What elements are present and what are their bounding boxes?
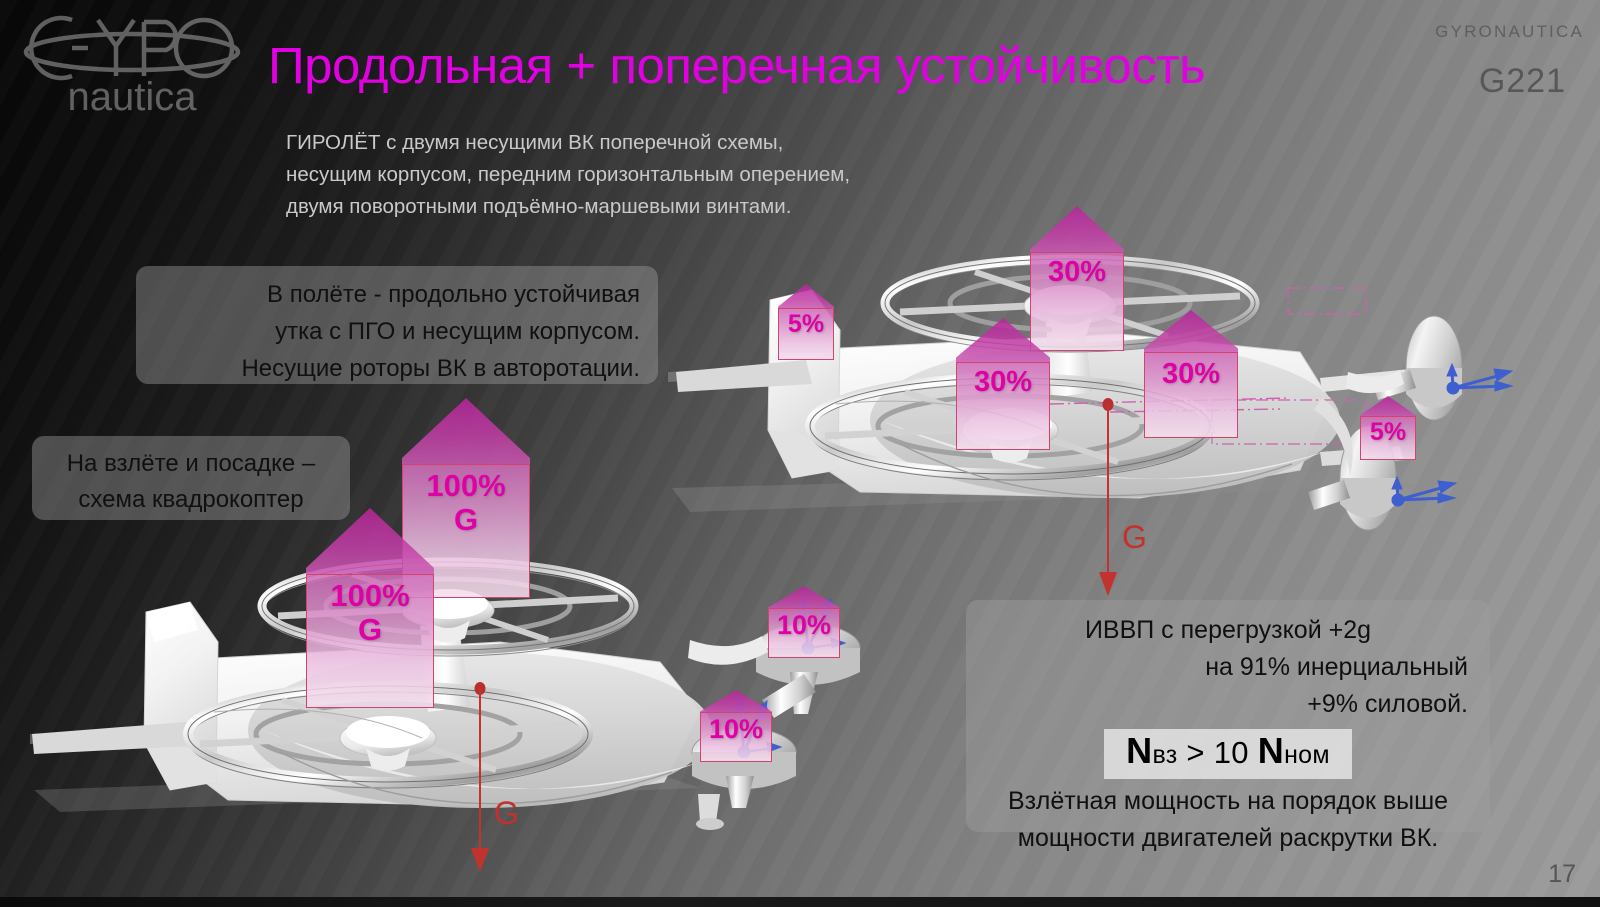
badge-hover-prop-lower: 10% bbox=[700, 690, 772, 762]
page-title: Продольная + поперечная устойчивость bbox=[268, 37, 1206, 94]
badge-value: 10% bbox=[708, 714, 764, 744]
badge-box bbox=[1144, 352, 1238, 438]
callout-flight-line-1: В полёте - продольно устойчивая bbox=[267, 281, 640, 308]
badge-value: 5% bbox=[1369, 418, 1407, 446]
gyronautica-logo: nautica bbox=[23, 15, 241, 118]
brand-label: GYRONAUTICA bbox=[1435, 22, 1584, 41]
power-formula: Nвз > 10 Nном bbox=[1104, 729, 1352, 779]
badge-value-group: 100% G bbox=[306, 580, 434, 645]
subtitle-line-3: двумя поворотными подъёмно-маршевыми вин… bbox=[286, 195, 792, 218]
formula-n-nominal: N bbox=[1257, 730, 1285, 771]
gravity-arrowhead-cruise bbox=[1099, 572, 1117, 596]
callout-takeoff-line-2: схема квадрокоптер bbox=[78, 486, 304, 513]
gravity-arrowhead-hover bbox=[471, 848, 489, 872]
badge-hover-prop-upper: 10% bbox=[768, 586, 840, 658]
badge-cruise-prop: 5% bbox=[1360, 396, 1416, 460]
logo-bottom-text: nautica bbox=[68, 75, 198, 118]
subtitle-block: ГИРОЛЁТ с двумя несущими ВК поперечной с… bbox=[286, 127, 1046, 223]
cruise-tilt-prop-upper bbox=[1372, 315, 1463, 421]
badge-value: 30% bbox=[1161, 358, 1221, 390]
badge-box bbox=[956, 362, 1050, 450]
gravity-arrow-cruise: G bbox=[1096, 398, 1147, 596]
subtitle-line-2: несущим корпусом, передним горизонтальны… bbox=[286, 163, 851, 186]
badge-box bbox=[778, 308, 834, 360]
badge-box bbox=[1030, 252, 1124, 351]
badge-box bbox=[700, 712, 772, 762]
formula-n-takeoff: N bbox=[1126, 730, 1153, 771]
badge-box bbox=[402, 464, 530, 598]
callout-flight-mode: В полёте - продольно устойчивая утка с П… bbox=[136, 266, 658, 384]
callout-power-line-5: мощности двигателей раскрутки ВК. bbox=[1017, 824, 1439, 852]
callout-power-line-3: +9% силовой. bbox=[1307, 690, 1468, 718]
thrust-vector-cruise-upper bbox=[1446, 362, 1514, 395]
badge-cruise-rotor-top: 30% bbox=[1030, 206, 1124, 351]
badge-value: 100% bbox=[426, 468, 506, 503]
badge-value: 5% bbox=[787, 310, 825, 338]
callout-power-spec: ИВВП с перегрузкой +2g на 91% инерциальн… bbox=[966, 600, 1490, 852]
callout-flight-line-2: утка с ПГО и несущим корпусом. bbox=[275, 318, 640, 345]
callout-power-line-1: ИВВП с перегрузкой +2g bbox=[1084, 616, 1372, 644]
badge-box bbox=[306, 574, 434, 708]
formula-operator: > 10 bbox=[1177, 735, 1258, 770]
badge-value: 100% bbox=[330, 578, 410, 613]
badge-value-group: 100% G bbox=[402, 470, 530, 535]
badge-value: 10% bbox=[776, 610, 832, 640]
badge-sublabel: G bbox=[357, 612, 383, 647]
callout-power-line-4: Взлётная мощность на порядок выше bbox=[1007, 787, 1449, 815]
badge-cruise-canard: 5% bbox=[778, 284, 834, 360]
badge-value: 30% bbox=[973, 366, 1033, 398]
gravity-arrow-hover: G bbox=[468, 682, 519, 872]
badge-sublabel: G bbox=[453, 502, 479, 537]
badge-box bbox=[768, 608, 840, 658]
badge-cruise-rotor-right: 30% bbox=[1144, 310, 1238, 438]
model-code: G221 bbox=[1478, 62, 1566, 100]
badge-value: 30% bbox=[1047, 256, 1107, 288]
callout-takeoff-mode: На взлёте и посадке – схема квадрокоптер bbox=[32, 436, 350, 520]
callout-takeoff-line-1: На взлёте и посадке – bbox=[66, 450, 316, 477]
gravity-stem-cruise bbox=[1107, 404, 1109, 594]
gravity-stem-hover bbox=[479, 688, 481, 870]
callout-power-line-2: на 91% инерциальный bbox=[1205, 653, 1468, 681]
page-number: 17 bbox=[1548, 860, 1576, 888]
callout-flight-line-3: Несущие роторы ВК в авторотации. bbox=[241, 355, 640, 382]
badge-hover-rotor-lower: 100% G bbox=[306, 508, 434, 708]
badge-box bbox=[1360, 416, 1416, 460]
power-formula-row: Nвз > 10 Nном bbox=[988, 723, 1468, 783]
subtitle-line-1: ГИРОЛЁТ с двумя несущими ВК поперечной с… bbox=[286, 131, 784, 154]
gravity-label-hover: G bbox=[494, 795, 519, 831]
thrust-vector-cruise-lower bbox=[1391, 475, 1458, 507]
gravity-label-cruise: G bbox=[1122, 519, 1147, 555]
formula-sub-nominal: ном bbox=[1284, 741, 1330, 769]
formula-sub-takeoff: вз bbox=[1152, 741, 1178, 769]
badge-cruise-rotor-left: 30% bbox=[956, 318, 1050, 450]
